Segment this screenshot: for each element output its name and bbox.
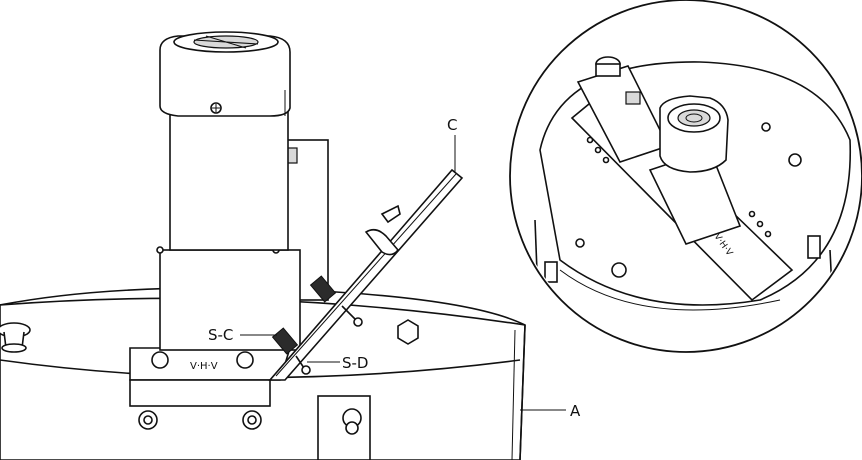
- label-s-d: S-D: [342, 354, 368, 372]
- dispenser-arm: [268, 168, 464, 381]
- lid-hex-nut: [397, 319, 419, 345]
- magnifier-circle: V·H·V: [509, 0, 862, 353]
- motor: [156, 31, 329, 351]
- label-s-c: S-C: [208, 326, 233, 344]
- callout-leaders: [240, 135, 566, 411]
- label-a: A: [570, 402, 581, 420]
- base-plate: V·H·V: [129, 347, 292, 430]
- plate-marking-logo: V·H·V: [190, 361, 218, 372]
- label-c: C: [447, 116, 457, 134]
- lid-fitting: [0, 322, 31, 353]
